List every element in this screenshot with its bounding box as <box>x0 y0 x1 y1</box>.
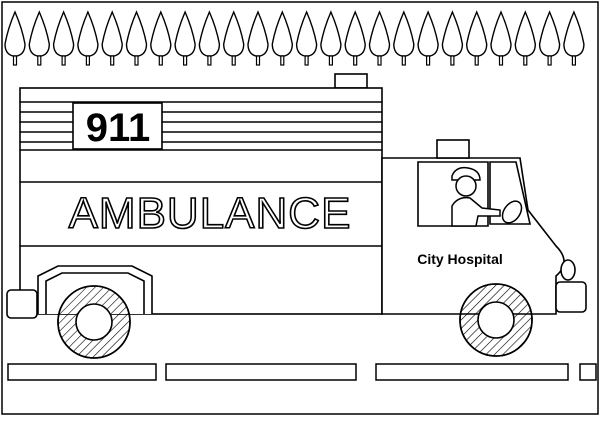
pine-tree-icon <box>417 10 439 66</box>
pine-tree-icon <box>538 10 561 66</box>
pine-tree-icon <box>101 10 123 66</box>
pine-tree-icon <box>490 10 512 66</box>
cab-roof-light <box>436 139 470 159</box>
headlight <box>560 259 576 281</box>
pine-tree-icon <box>77 10 99 66</box>
pine-tree-icon <box>28 10 51 66</box>
tree-row <box>4 10 585 66</box>
lane-marking <box>7 363 157 381</box>
pine-tree-icon <box>465 10 488 66</box>
rear-hub <box>75 303 113 341</box>
lane-marking <box>375 363 569 381</box>
pine-tree-icon <box>222 10 245 66</box>
number-plate <box>72 102 163 150</box>
pine-tree-icon <box>125 10 148 66</box>
lane-marking <box>579 363 597 381</box>
wheel-icon <box>57 283 533 359</box>
side-label: AMBULANCE <box>69 189 352 238</box>
pine-tree-icon <box>247 10 269 66</box>
pine-tree-icon <box>52 10 75 66</box>
pine-tree-icon <box>4 10 26 66</box>
pine-tree-icon <box>320 10 342 66</box>
pine-tree-icon <box>150 10 172 66</box>
pine-tree-icon <box>271 10 294 66</box>
pine-tree-icon <box>295 10 318 66</box>
steering-wheel <box>501 200 523 224</box>
front-hub <box>477 301 515 339</box>
roof-light <box>334 73 368 89</box>
rear-bumper <box>6 289 38 319</box>
cab-label: City Hospital <box>417 251 503 267</box>
pine-tree-icon <box>441 10 464 66</box>
pine-tree-icon <box>198 10 221 66</box>
driver-icon <box>451 166 523 227</box>
number-label: 911 <box>86 106 151 150</box>
pine-tree-icon <box>393 10 415 66</box>
road-lines <box>7 363 597 381</box>
front-bumper <box>555 281 587 313</box>
driver-head <box>455 175 477 197</box>
driver-cap <box>451 166 481 181</box>
pine-tree-icon <box>514 10 537 66</box>
driver-body <box>451 196 501 227</box>
pine-tree-icon <box>174 10 196 66</box>
lane-marking <box>165 363 357 381</box>
pine-tree-icon <box>563 10 585 66</box>
pine-tree-icon <box>368 10 391 66</box>
pine-tree-icon <box>344 10 366 66</box>
